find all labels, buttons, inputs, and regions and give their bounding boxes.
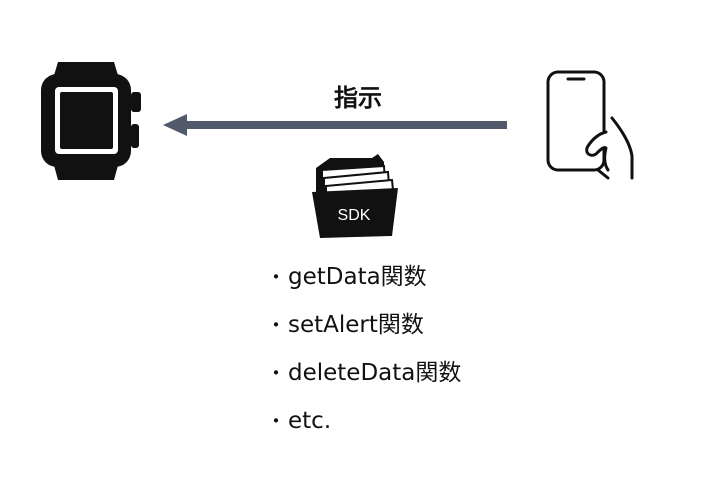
list-item: ・setAlert関数	[266, 306, 461, 354]
list-item: ・deleteData関数	[266, 354, 461, 402]
function-name: getData関数	[288, 264, 427, 290]
bullet: ・	[266, 313, 286, 337]
bullet: ・	[266, 361, 286, 385]
function-name: etc.	[288, 408, 332, 434]
function-list: ・getData関数 ・setAlert関数 ・deleteData関数 ・et…	[266, 258, 461, 450]
list-item: ・getData関数	[266, 258, 461, 306]
bullet: ・	[266, 265, 286, 289]
sdk-label: SDK	[338, 207, 371, 224]
list-item: ・etc.	[266, 402, 461, 450]
smartphone-hand-icon	[546, 70, 634, 180]
smartwatch-icon	[41, 62, 141, 180]
function-name: setAlert関数	[288, 312, 424, 338]
bullet: ・	[266, 409, 286, 433]
function-name: deleteData関数	[288, 360, 462, 386]
instruction-label: 指示	[334, 84, 382, 112]
arrow-left-icon	[163, 114, 507, 136]
sdk-folder-icon: SDK	[312, 154, 398, 238]
